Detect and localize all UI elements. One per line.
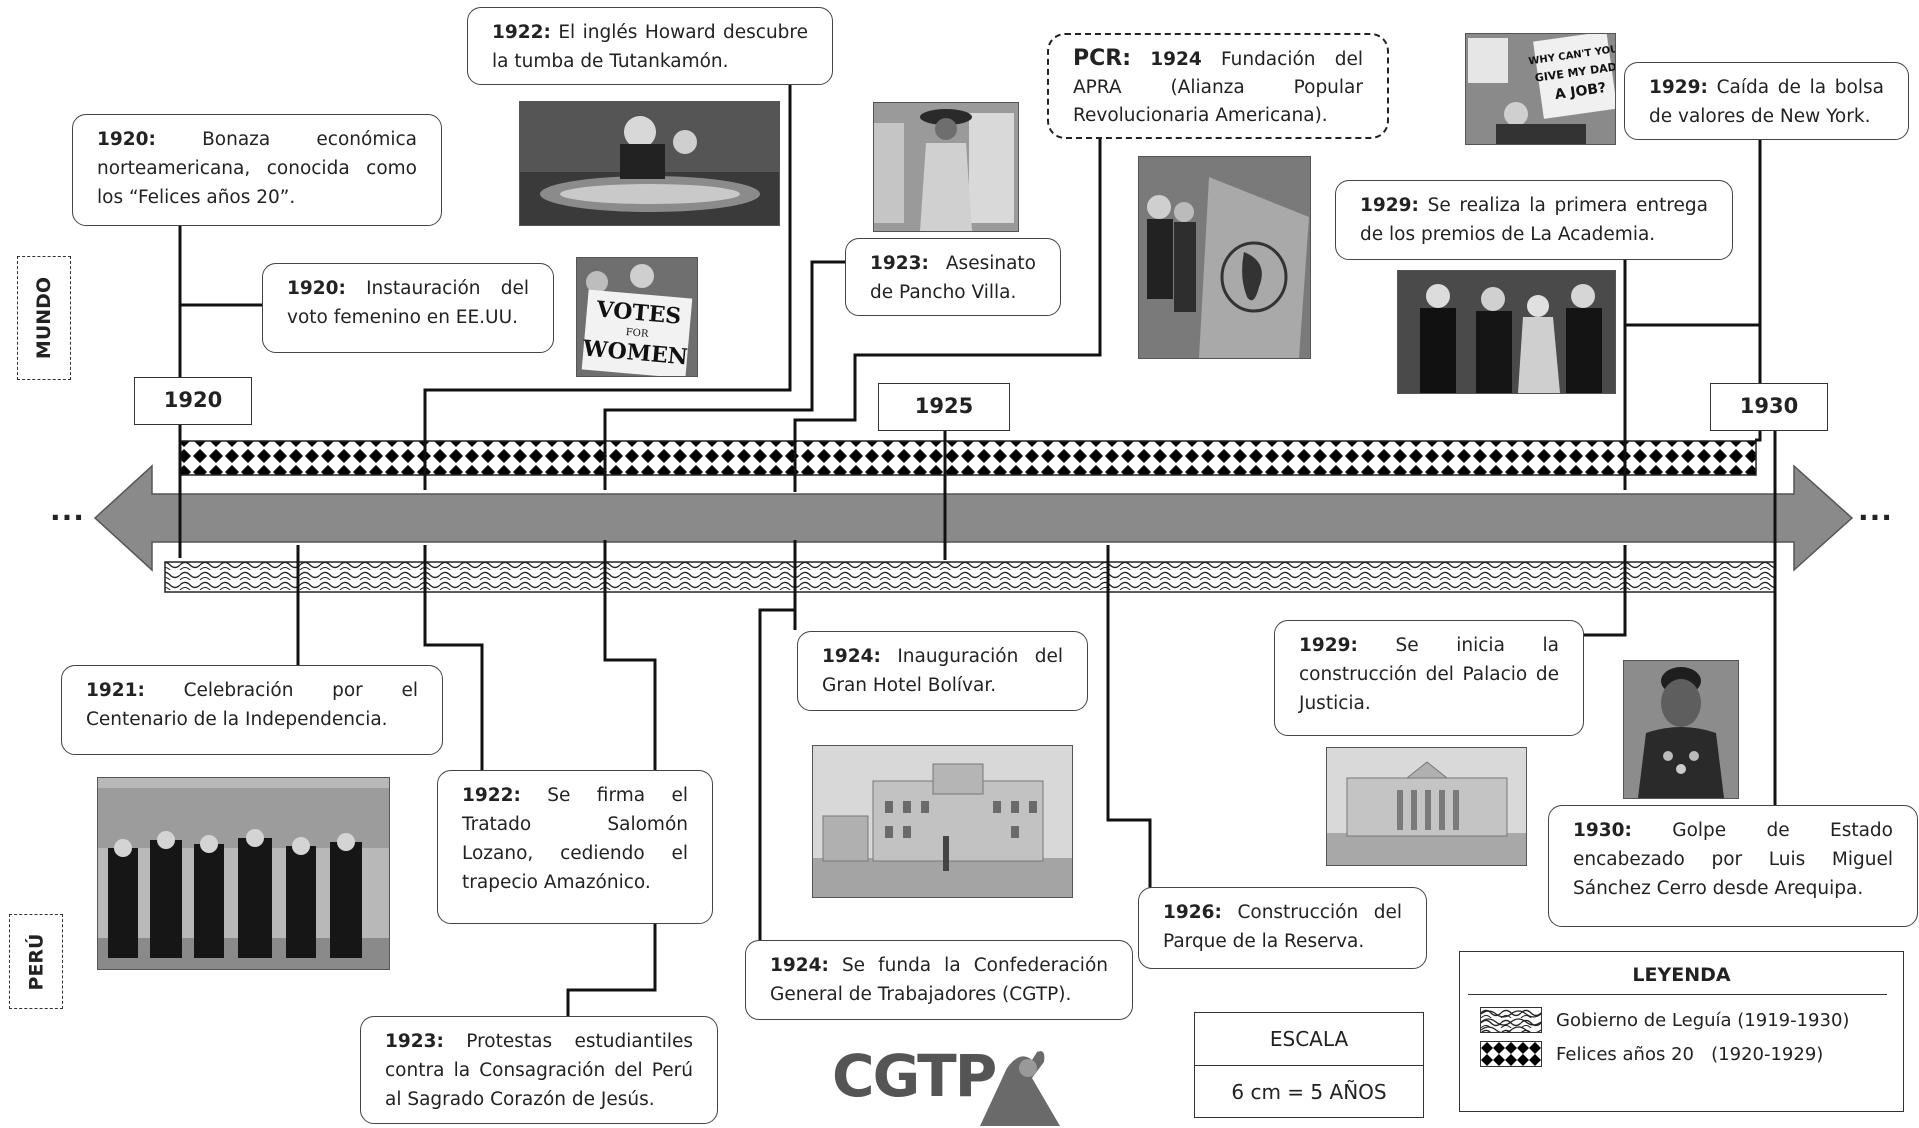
photo-pancho-villa	[873, 102, 1019, 232]
event-world-1920-bonanza: 1920: Bonaza económica norteamericana, c…	[72, 114, 442, 226]
event-world-1923-pancho-villa: 1923: Asesinato de Pancho Villa.	[845, 238, 1061, 316]
photo-palacio-justicia	[1326, 747, 1527, 866]
votes-sign-word2: FOR	[625, 327, 649, 340]
photo-tutankamon	[519, 101, 780, 226]
photo-apra-flag	[1138, 156, 1311, 359]
photo-academy-awards	[1397, 270, 1616, 394]
event-peru-1921-centenario: 1921: Celebración por el Centenario de l…	[61, 665, 443, 755]
scale-box: ESCALA 6 cm = 5 AÑOS	[1194, 1012, 1424, 1118]
year-1925-box: 1925	[878, 383, 1010, 431]
photo-gran-hotel-bolivar	[812, 745, 1073, 898]
event-peru-1922-salomon-lozano: 1922: Se firma el Tratado Salomón Lozano…	[437, 770, 713, 924]
legend-label-leguia: Gobierno de Leguía (1919-1930)	[1556, 1009, 1850, 1031]
legend-item-felices: Felices años 20 (1920-1929)	[1480, 1041, 1903, 1067]
event-peru-1924-hotel-bolivar: 1924: Inauguración del Gran Hotel Bolíva…	[797, 631, 1088, 711]
gobierno-leguia-band	[164, 561, 1776, 593]
protest-sign-line3: A JOB?	[1554, 80, 1607, 103]
event-world-1922-tutankamon: 1922: El inglés Howard descubre la tumba…	[467, 7, 833, 85]
photo-centenario-parade	[97, 777, 390, 970]
event-peru-1926-parque-reserva: 1926: Construcción del Parque de la Rese…	[1138, 887, 1427, 969]
scale-title: ESCALA	[1195, 1013, 1423, 1066]
photo-votes-for-women: VOTES FOR WOMEN	[576, 257, 698, 377]
event-world-1924-apra: PCR: 1924 Fundación del APRA (Alianza Po…	[1047, 33, 1389, 139]
year-1920-box: 1920	[134, 377, 252, 425]
legend-title: LEYENDA	[1632, 964, 1731, 986]
left-ellipsis: ...	[50, 494, 85, 527]
felices-anos-20-band	[179, 440, 1757, 476]
event-world-1929-crash: 1929: Caída de la bolsa de valores de Ne…	[1624, 62, 1909, 140]
event-world-1929-academia: 1929: Se realiza la primera entrega de l…	[1335, 180, 1733, 260]
legend-label-felices: Felices años 20 (1920-1929)	[1556, 1043, 1824, 1065]
legend-item-leguia: Gobierno de Leguía (1919-1930)	[1480, 1007, 1903, 1033]
cgtp-logo: CGTP	[832, 1038, 1072, 1128]
event-peru-1923-protestas: 1923: Protestas estudiantiles contra la …	[360, 1016, 718, 1124]
scale-value: 6 cm = 5 AÑOS	[1231, 1080, 1387, 1104]
right-ellipsis: ...	[1858, 494, 1893, 527]
legend-divider	[1468, 994, 1887, 995]
photo-sanchez-cerro	[1623, 660, 1739, 799]
event-peru-1930-golpe: 1930: Golpe de Estado encabezado por Lui…	[1548, 805, 1918, 927]
event-peru-1924-cgtp: 1924: Se funda la Confederación General …	[745, 940, 1133, 1020]
event-peru-1929-palacio-justicia: 1929: Se inicia la construcción del Pala…	[1274, 620, 1584, 736]
legend-swatch-diamonds	[1480, 1041, 1542, 1067]
mundo-label: MUNDO	[17, 256, 71, 380]
timeline-arrow	[93, 464, 1854, 572]
legend-swatch-waves	[1480, 1007, 1542, 1033]
cgtp-logo-text: CGTP	[832, 1042, 997, 1110]
event-world-1920-voto: 1920: Instauración del voto femenino en …	[262, 263, 554, 353]
year-1930-box: 1930	[1710, 383, 1828, 431]
photo-unemployment-protest: WHY CAN'T YOU GIVE MY DAD A JOB?	[1465, 33, 1616, 145]
legend: LEYENDA Gobierno de Leguía (1919-1930) F…	[1459, 951, 1904, 1112]
peru-label: PERÚ	[9, 914, 63, 1009]
